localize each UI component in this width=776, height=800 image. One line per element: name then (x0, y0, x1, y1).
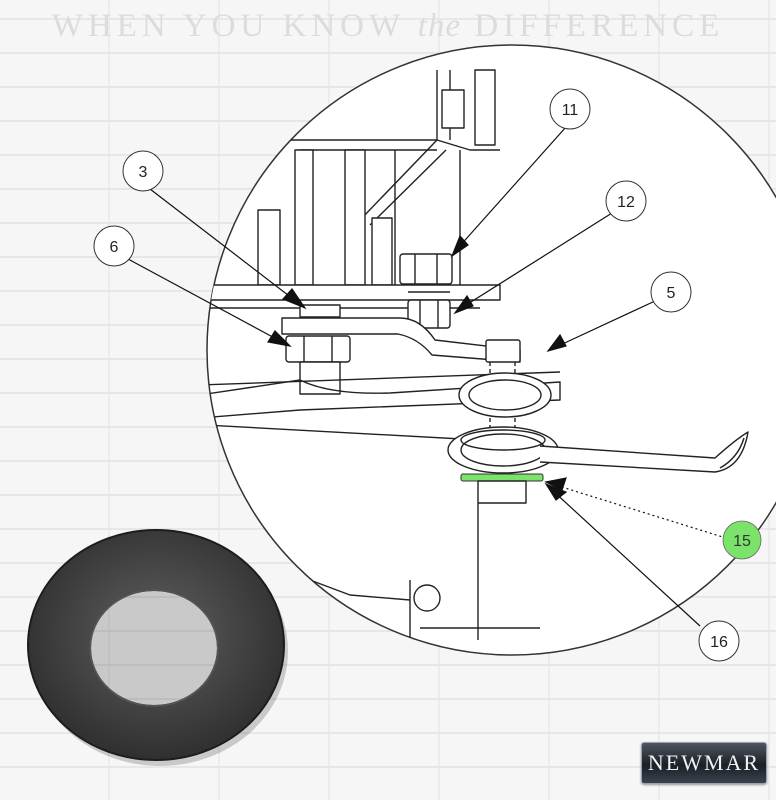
washer-photo (26, 529, 288, 766)
svg-text:15: 15 (733, 533, 751, 550)
svg-text:11: 11 (562, 102, 579, 119)
callout-16: 16 (698, 620, 740, 662)
newmar-logo: NEWMAR (641, 742, 767, 784)
callout-3: 3 (122, 150, 164, 192)
svg-text:6: 6 (110, 239, 119, 256)
callout-6: 6 (93, 225, 135, 267)
svg-text:3: 3 (139, 164, 148, 181)
svg-text:5: 5 (667, 285, 676, 302)
leader-lines (127, 126, 727, 627)
slogan-header: WHEN YOU KNOW the DIFFERENCE (51, 8, 725, 44)
svg-text:16: 16 (710, 634, 728, 651)
magnified-view (206, 44, 776, 656)
callout-15: 15 (722, 520, 762, 560)
callout-5: 5 (650, 271, 692, 313)
svg-text:12: 12 (617, 194, 635, 211)
callout-12: 12 (605, 180, 647, 222)
callout-11: 11 (549, 88, 591, 130)
